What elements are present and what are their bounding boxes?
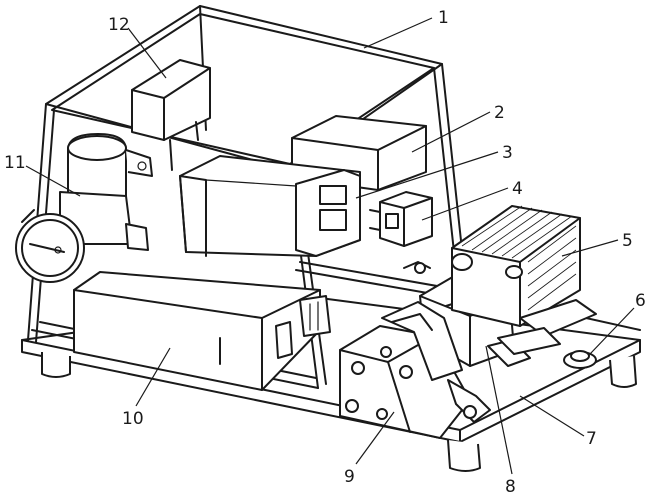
callout-12: 12 [108, 15, 130, 35]
component-6-fitting [563, 350, 597, 369]
component-10-box [73, 271, 331, 391]
callout-2: 2 [494, 103, 505, 123]
component-9-pump-body [339, 301, 491, 439]
callout-labels: 1 2 3 4 5 6 7 8 9 10 11 12 [4, 8, 646, 497]
callout-1: 1 [438, 8, 449, 28]
callout-8: 8 [505, 477, 516, 497]
component-4-switch-box [369, 191, 433, 247]
callout-3: 3 [502, 143, 513, 163]
component-5-motor [451, 205, 597, 355]
callout-5: 5 [622, 231, 633, 251]
callout-4: 4 [512, 179, 523, 199]
callout-9: 9 [344, 467, 355, 487]
component-12-box [131, 59, 211, 171]
callout-11: 11 [4, 153, 26, 173]
leader-lines [25, 17, 635, 475]
component-3-display [179, 155, 361, 257]
component-11-gauge-valve [15, 133, 153, 283]
callout-10: 10 [122, 409, 144, 429]
callout-6: 6 [635, 291, 646, 311]
callout-7: 7 [586, 429, 597, 449]
